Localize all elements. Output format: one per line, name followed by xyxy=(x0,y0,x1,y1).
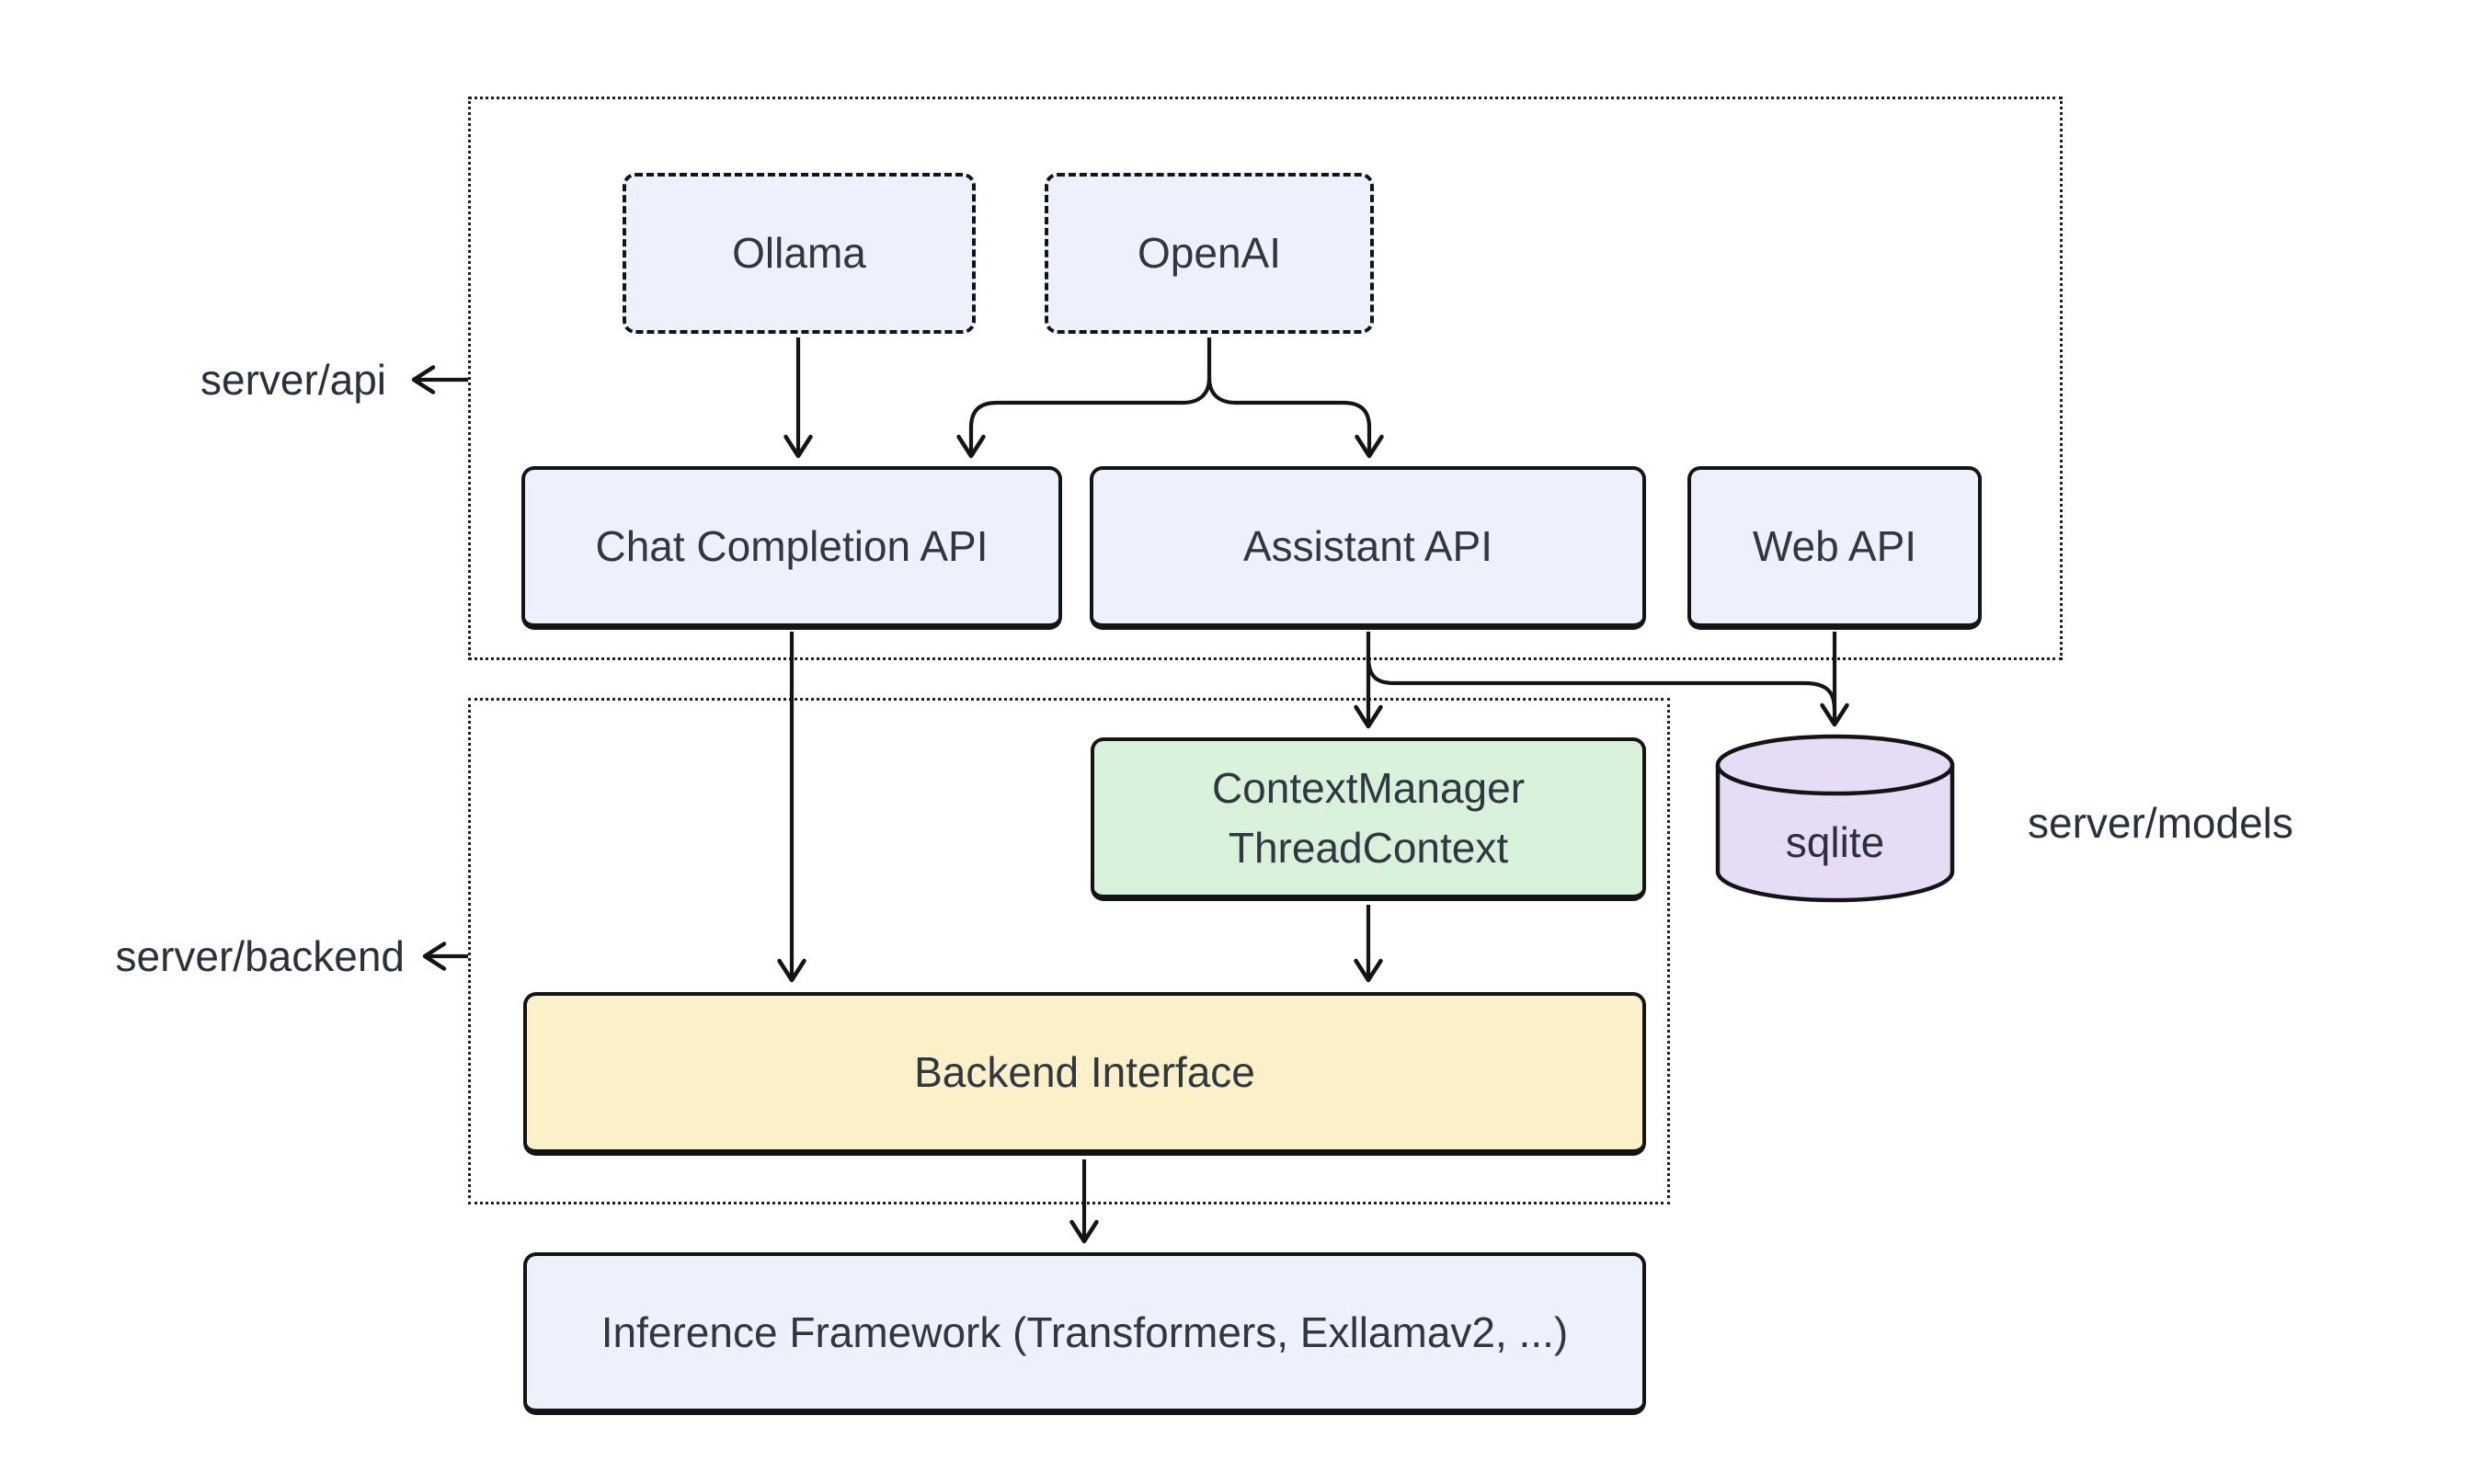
node-inference-framework-label: Inference Framework (Transformers, Exlla… xyxy=(600,1307,1569,1356)
node-ollama: Ollama xyxy=(623,173,976,334)
node-context-manager-label-line1: ContextManager xyxy=(1211,764,1526,813)
node-backend-interface-label: Backend Interface xyxy=(914,1048,1255,1097)
node-web-api-label: Web API xyxy=(1752,522,1917,571)
server-backend-container xyxy=(468,698,1670,1204)
node-backend-interface: Backend Interface xyxy=(523,992,1646,1156)
node-context-manager-label-line2: ThreadContext xyxy=(1228,823,1509,872)
node-openai-label: OpenAI xyxy=(1138,229,1281,278)
node-context-manager: ContextManager ThreadContext xyxy=(1091,737,1646,901)
node-assistant-api: Assistant API xyxy=(1090,466,1646,630)
node-chat-completion-api: Chat Completion API xyxy=(521,466,1062,630)
node-chat-completion-api-label: Chat Completion API xyxy=(595,522,989,571)
server-api-container xyxy=(468,97,2063,660)
server-backend-label: server/backend xyxy=(115,932,406,980)
node-web-api: Web API xyxy=(1687,466,1982,630)
server-api-label: server/api xyxy=(200,356,386,404)
node-sqlite-label: sqlite xyxy=(1785,818,1885,866)
node-ollama-label: Ollama xyxy=(732,229,866,278)
node-inference-framework: Inference Framework (Transformers, Exlla… xyxy=(523,1252,1646,1415)
node-openai: OpenAI xyxy=(1045,173,1374,334)
node-assistant-api-label: Assistant API xyxy=(1242,522,1492,571)
server-models-label: server/models xyxy=(2028,799,2293,847)
